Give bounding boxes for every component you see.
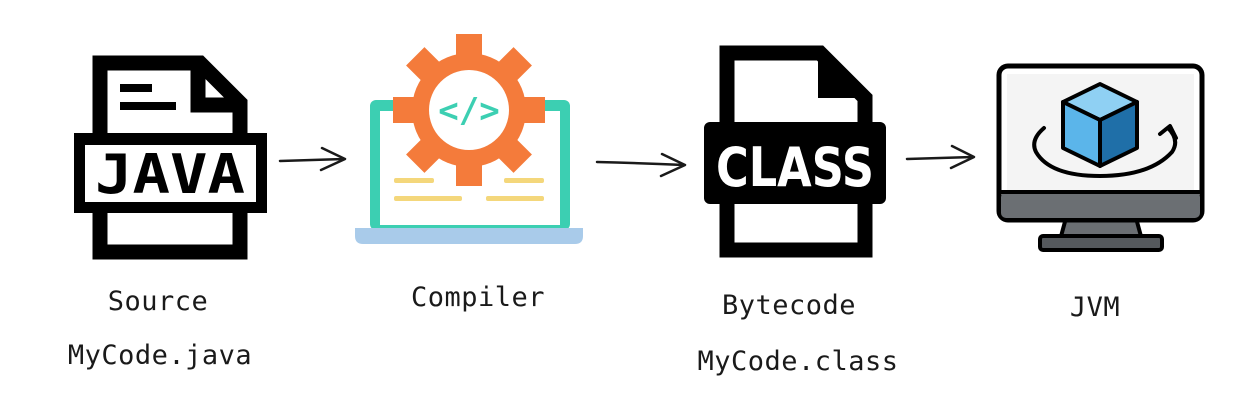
java-badge-text: JAVA bbox=[95, 143, 245, 206]
source-title: Source bbox=[107, 286, 209, 317]
code-brackets-text: </> bbox=[438, 91, 499, 131]
java-file-icon: JAVA bbox=[74, 55, 267, 260]
bytecode-title: Bytecode bbox=[721, 290, 857, 321]
class-badge-text: CLASS bbox=[716, 136, 874, 199]
compiler-laptop-icon: </> bbox=[355, 34, 583, 244]
jvm-monitor-icon bbox=[996, 63, 1205, 252]
jvm-title: JVM bbox=[1069, 292, 1121, 323]
compiler-title: Compiler bbox=[410, 282, 546, 313]
bytecode-filename: MyCode.class bbox=[697, 346, 899, 377]
arrow-compiler-to-bytecode bbox=[595, 152, 687, 178]
source-filename: MyCode.java bbox=[67, 340, 253, 371]
class-file-icon: CLASS bbox=[704, 45, 886, 258]
arrow-bytecode-to-jvm bbox=[905, 144, 976, 170]
arrow-source-to-compiler bbox=[278, 146, 347, 172]
